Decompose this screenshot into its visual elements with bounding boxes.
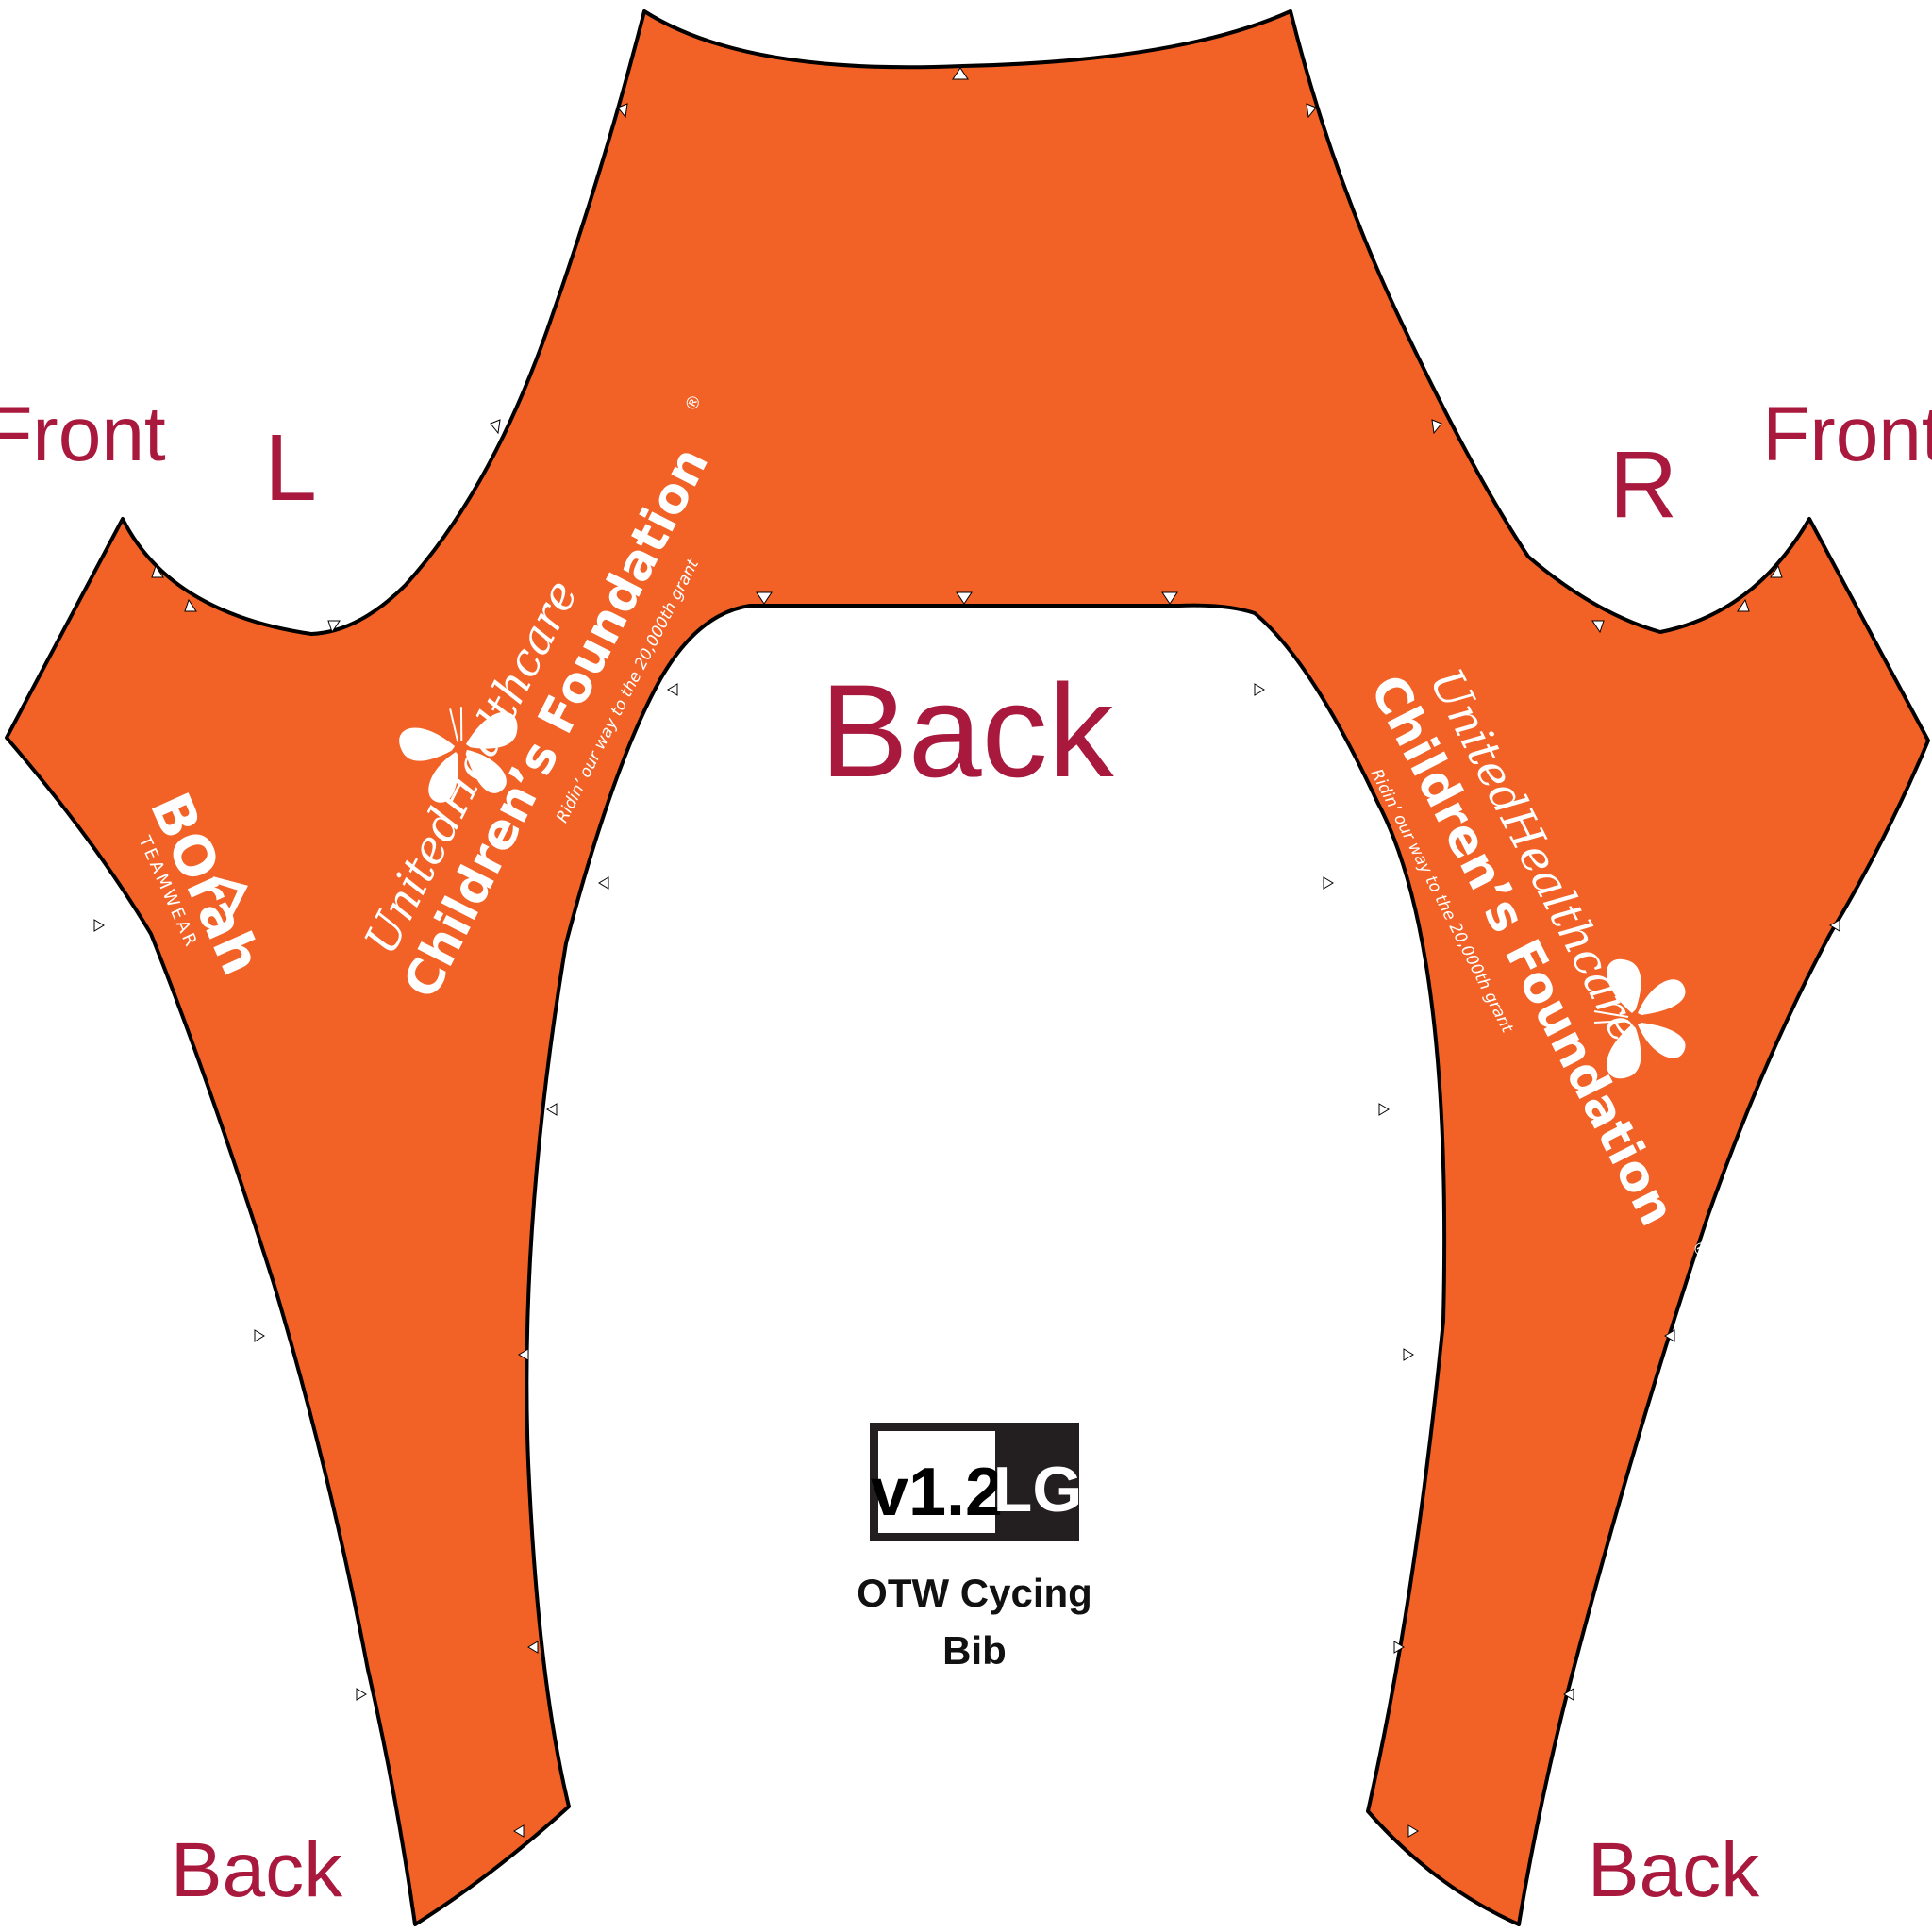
notch-mark — [1563, 1688, 1574, 1701]
notch-mark — [598, 876, 609, 890]
version-size-badge: v1.2 LG — [870, 1423, 1082, 1541]
notch-mark — [1431, 419, 1442, 435]
notch-mark — [1770, 564, 1783, 578]
badge-size: LG — [993, 1454, 1082, 1525]
mountain-icon — [212, 876, 248, 918]
notch-mark — [527, 1641, 539, 1654]
notch-mark — [1378, 1103, 1390, 1116]
bib-panel — [5, 9, 1930, 1926]
butterfly-icon — [1593, 958, 1686, 1079]
notch-mark — [667, 683, 678, 696]
notch-mark — [1407, 1824, 1419, 1838]
notch-mark — [956, 591, 973, 605]
product-name-line1: OTW Cycing — [857, 1571, 1092, 1615]
label-back-right: Back — [1588, 1827, 1760, 1913]
notch-mark — [1161, 591, 1178, 605]
notch-mark — [1664, 1329, 1675, 1342]
notch-mark — [1306, 103, 1317, 119]
notch-mark — [1737, 598, 1750, 612]
label-back-left: Back — [171, 1827, 343, 1913]
notch-mark — [327, 620, 341, 634]
notch-mark — [490, 419, 501, 435]
notch-mark — [151, 564, 164, 578]
notch-mark — [1403, 1348, 1414, 1361]
notch-mark — [93, 919, 105, 932]
notch-mark — [518, 1348, 529, 1361]
notch-mark — [1591, 620, 1605, 634]
label-front-right: Front — [1762, 391, 1932, 477]
butterfly-icon — [399, 707, 518, 803]
notch-mark — [546, 1103, 558, 1116]
badge-version-box — [878, 1431, 995, 1533]
product-name-line2: Bib — [942, 1628, 1007, 1673]
notch-mark — [756, 591, 773, 605]
notch-mark — [1254, 683, 1265, 696]
notch-mark — [184, 598, 197, 612]
notch-mark — [356, 1688, 367, 1701]
badge-version: v1.2 — [871, 1455, 1003, 1530]
label-back-center: Back — [820, 657, 1114, 805]
notch-mark — [952, 67, 969, 80]
label-side-left: L — [264, 415, 317, 521]
notch-mark — [617, 103, 628, 119]
label-front-left: Front — [0, 391, 166, 477]
notch-mark — [1323, 876, 1334, 890]
label-side-right: R — [1609, 432, 1677, 538]
notch-mark — [254, 1329, 265, 1342]
notch-mark — [1393, 1641, 1405, 1654]
notch-marks — [93, 67, 1840, 1838]
notch-mark — [1829, 919, 1840, 932]
notch-mark — [513, 1824, 525, 1838]
